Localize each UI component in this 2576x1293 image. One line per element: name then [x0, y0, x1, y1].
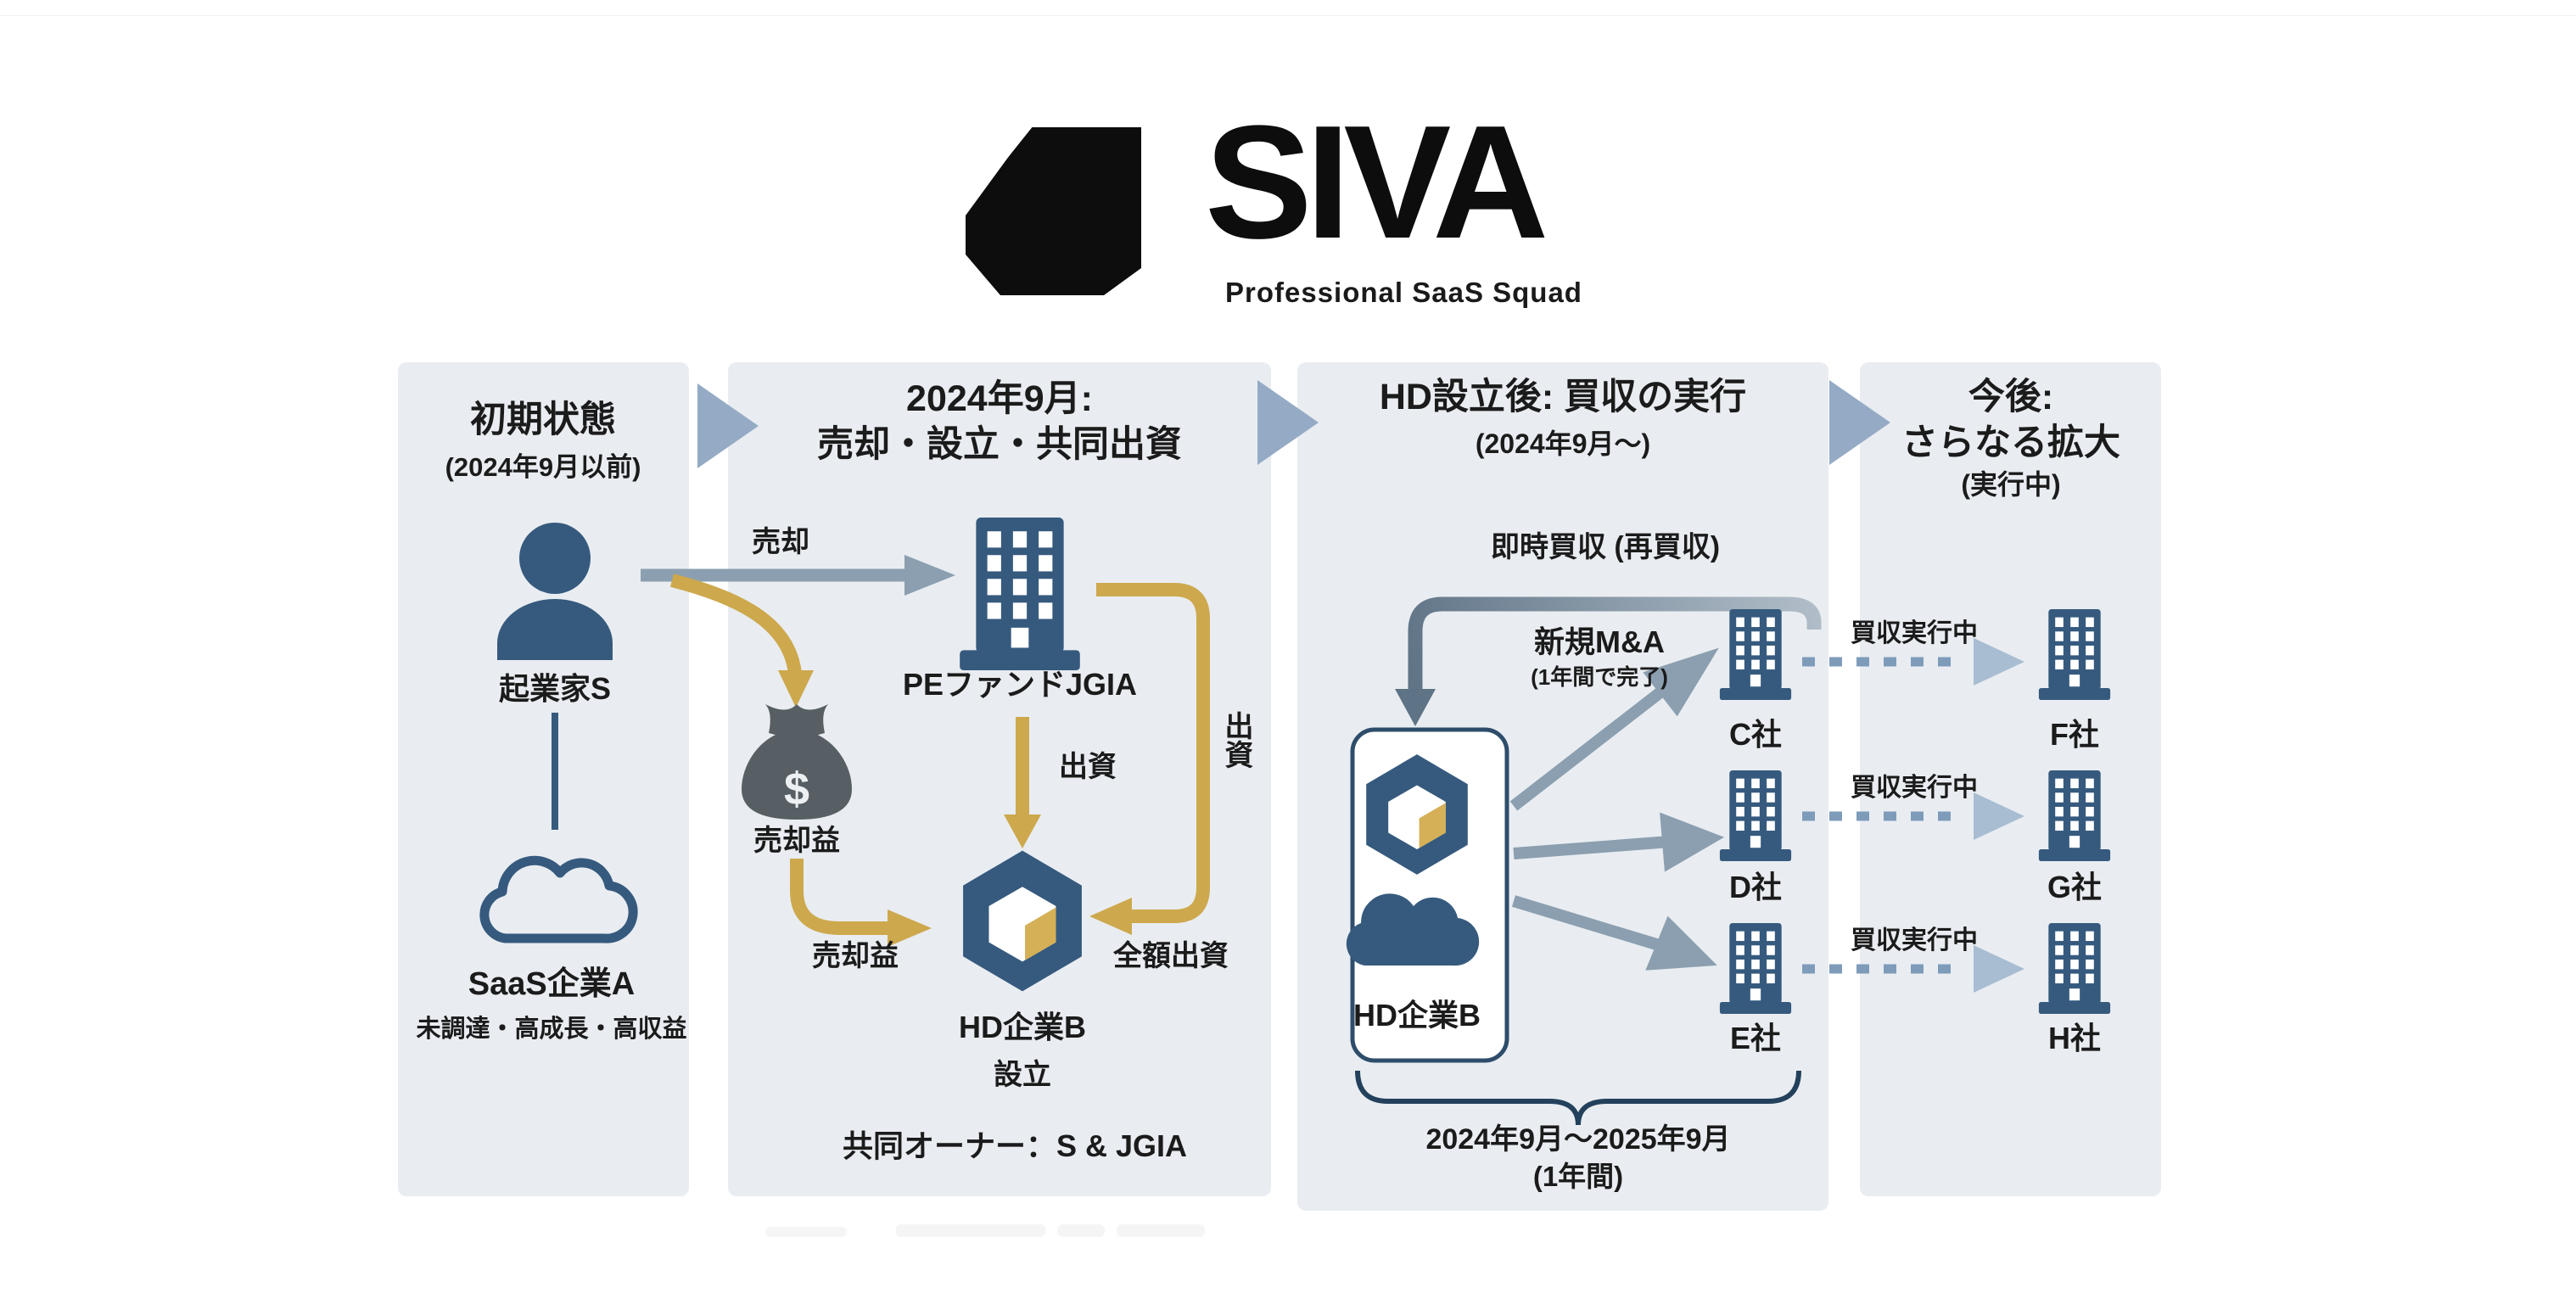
panel2-title-line2: 売却・設立・共同出資	[817, 424, 1182, 465]
hd-company-label-p3: HD企業B	[1353, 998, 1481, 1033]
panel1-subtitle: (2024年9月以前)	[445, 452, 641, 482]
in-progress-label-2: 買収実行中	[1851, 774, 1978, 802]
in-progress-label-1: 買収実行中	[1851, 619, 1978, 647]
establish-label: 設立	[994, 1059, 1051, 1091]
joint-owner-label: 共同オーナー：S & JGIA	[842, 1128, 1188, 1163]
panel2-title-line1: 2024年9月:	[906, 378, 1093, 419]
panel3-title-line1: HD設立後: 買収の実行	[1379, 377, 1747, 417]
siva-octagon-logo-icon	[966, 127, 1141, 295]
panel4-title-line1: 今後:	[1968, 377, 2054, 417]
pe-fund-label: PEファンドJGIA	[902, 667, 1138, 702]
watermark-mark	[765, 1227, 847, 1237]
company-d-label: D社	[1729, 870, 1782, 904]
invest-label: 出資	[1059, 751, 1117, 783]
new-ma-label: 新規M&A	[1534, 624, 1665, 659]
panel4-title-line2: さらなる拡大	[1901, 423, 2120, 463]
company-g-label: G社	[2047, 870, 2103, 904]
saas-company-note: 未調達・高成長・高収益	[416, 1016, 687, 1043]
brand-wordmark: SIVA	[1205, 92, 1548, 272]
panel1-title: 初期状態	[470, 400, 616, 440]
company-h-label: H社	[2048, 1021, 2101, 1055]
watermark-text-block-1	[896, 1224, 1045, 1237]
panel-future	[1860, 362, 2161, 1196]
instant-acquisition-label: 即時買収 (再買収)	[1490, 531, 1721, 563]
invest-label-vertical: 出資	[1220, 711, 1252, 769]
period-label-line1: 2024年9月～2025年9月	[1425, 1123, 1731, 1156]
period-label-line2: (1年間)	[1532, 1161, 1624, 1192]
full-invest-label: 全額出資	[1113, 940, 1229, 972]
brand-tagline: Professional SaaS Squad	[1225, 277, 1582, 308]
sale-arrow-label: 売却	[752, 526, 809, 558]
siva-octagon-notch	[1000, 126, 1033, 168]
watermark-text-block-3	[1117, 1224, 1205, 1237]
in-progress-label-3: 買収実行中	[1851, 926, 1978, 954]
company-f-label: F社	[2050, 717, 2099, 752]
panel4-title-line3: (実行中)	[1961, 469, 2061, 500]
proceeds-label-2: 売却益	[812, 940, 899, 972]
company-e-label: E社	[1729, 1021, 1782, 1055]
panel-post-hd	[1297, 362, 1828, 1211]
slide-top-divider	[0, 15, 2576, 16]
new-ma-note: (1年間で完了)	[1531, 664, 1668, 690]
saas-company-label: SaaS企業A	[468, 966, 636, 1002]
panel-initial-state	[398, 362, 689, 1196]
proceeds-label: 売却益	[753, 825, 840, 857]
watermark-text-block-2	[1057, 1224, 1105, 1237]
panel3-title-line2: (2024年9月～)	[1475, 428, 1651, 459]
entrepreneur-label: 起業家S	[498, 671, 612, 706]
company-c-label: C社	[1729, 717, 1782, 752]
hd-company-label-p2: HD企業B	[959, 1010, 1086, 1044]
